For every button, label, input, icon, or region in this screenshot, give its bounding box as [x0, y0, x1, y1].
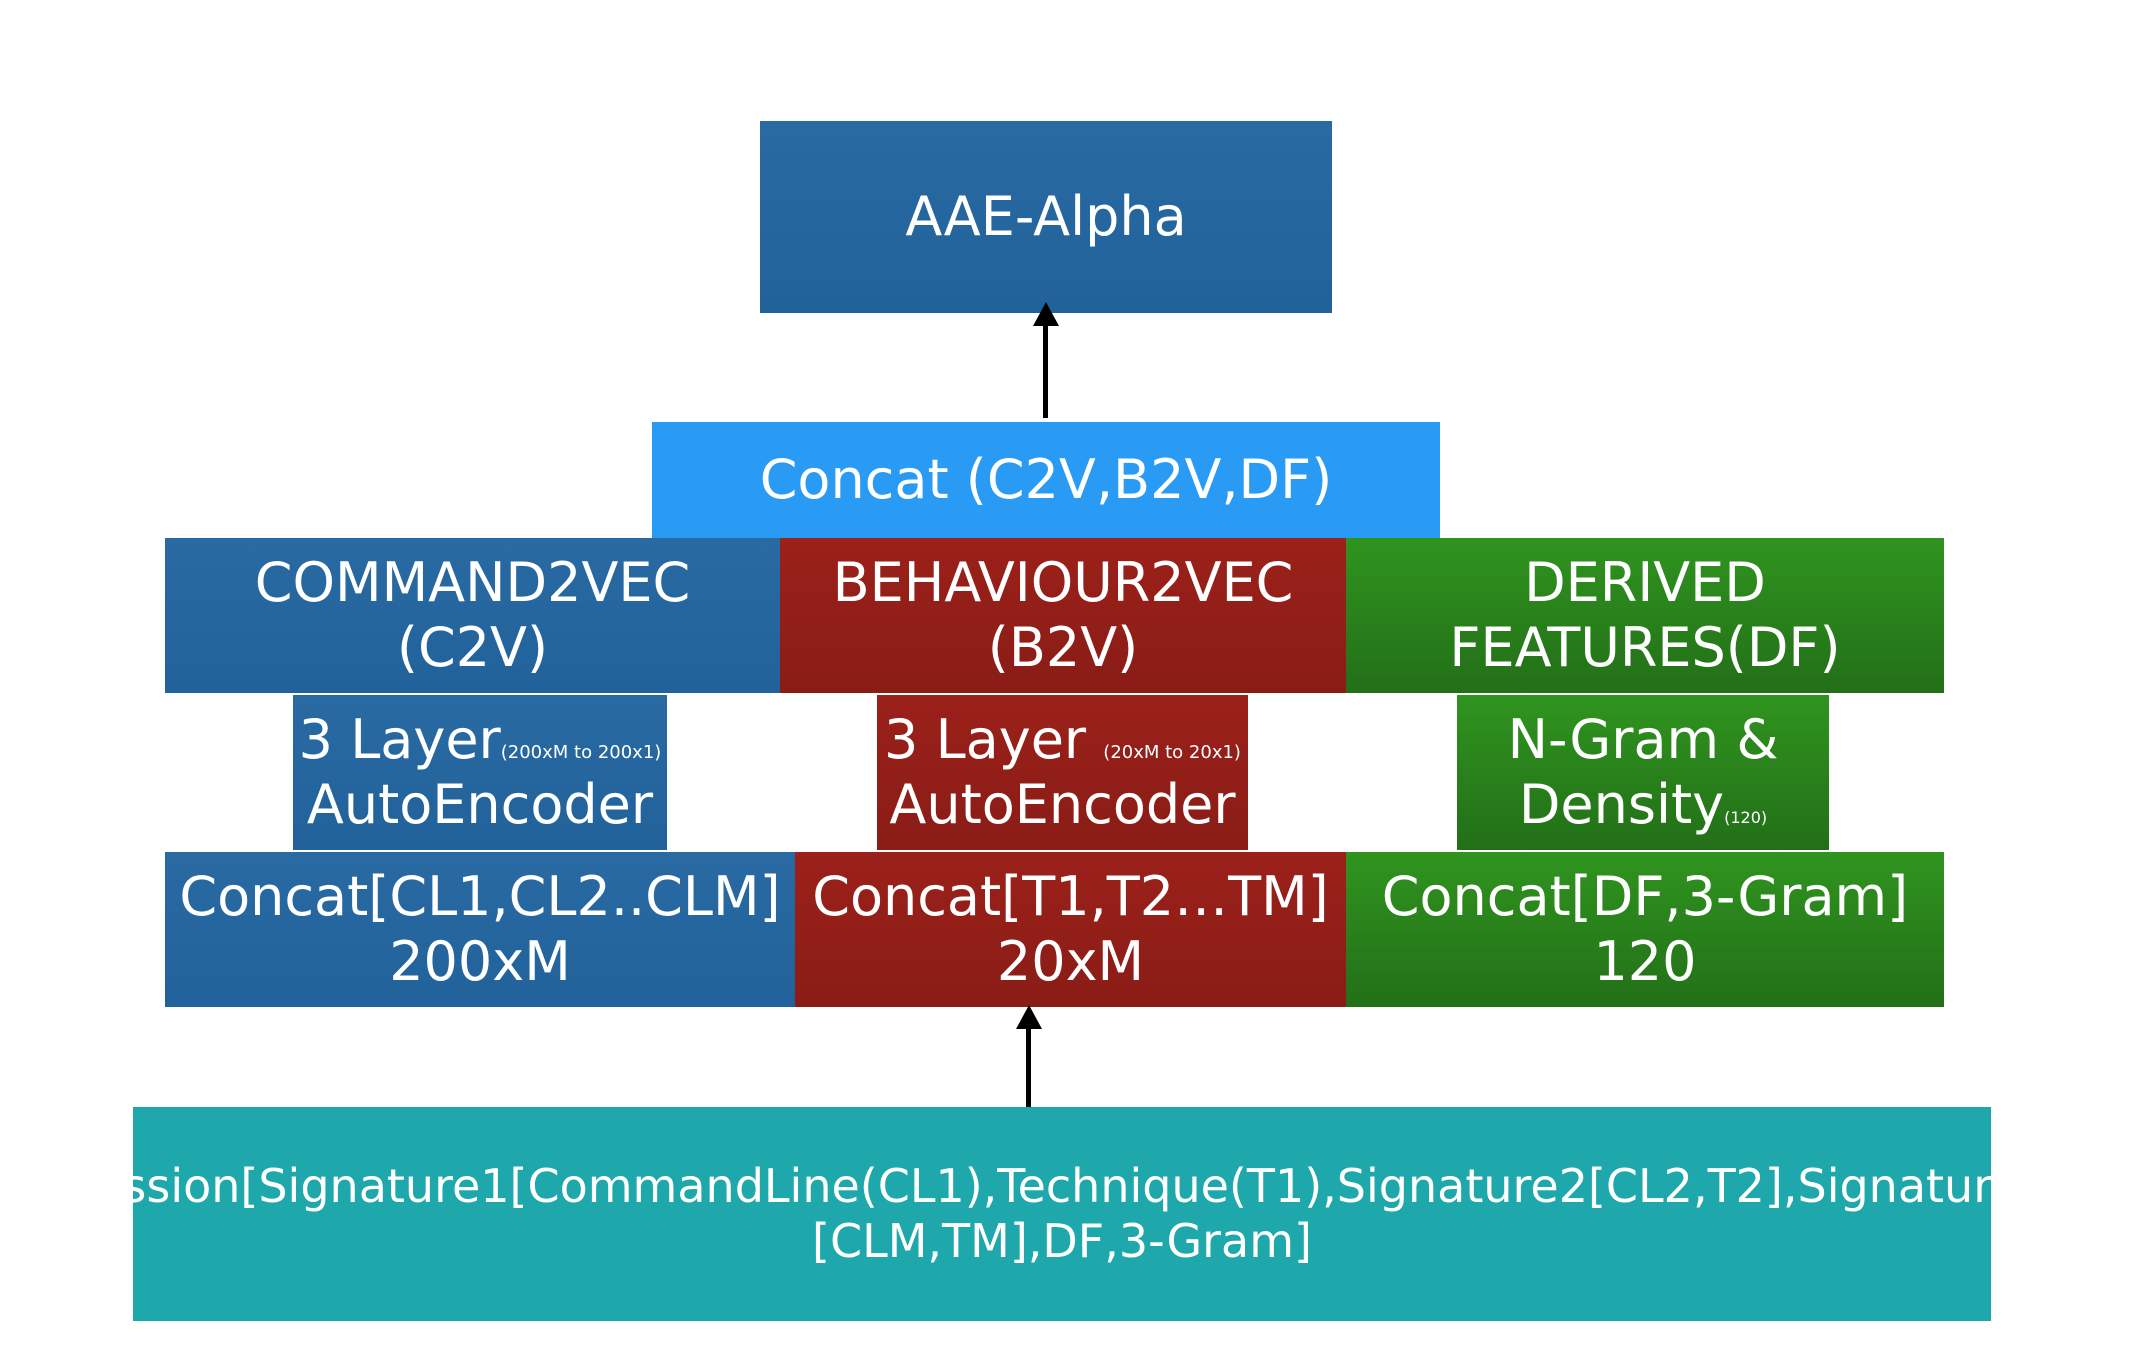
ngram-density-box: N-Gram & Density(120) [1457, 695, 1829, 850]
derived-features-box: DERIVED FEATURES(DF) [1346, 538, 1944, 693]
arrow-head-bottom [1016, 1005, 1042, 1029]
arrow-concat-to-aae [1043, 322, 1048, 418]
b2v-input-line1: Concat[T1,T2…TM] [812, 864, 1329, 928]
behaviour2vec-title: BEHAVIOUR2VEC [832, 550, 1294, 614]
b2v-autoencoder-main: 3 Layer [884, 707, 1087, 771]
b2v-input-box: Concat[T1,T2…TM] 20xM [795, 852, 1346, 1007]
command2vec-box: COMMAND2VEC (C2V) [165, 538, 780, 693]
behaviour2vec-abbr: (B2V) [987, 615, 1139, 679]
behaviour2vec-box: BEHAVIOUR2VEC (B2V) [780, 538, 1346, 693]
c2v-autoencoder-box: 3 Layer(200xM to 200x1) AutoEncoder [293, 695, 667, 850]
b2v-autoencoder-line2: AutoEncoder [889, 772, 1236, 836]
ngram-density-note: (120) [1724, 807, 1768, 827]
aae-alpha-box: AAE-Alpha [760, 121, 1332, 313]
c2v-autoencoder-main: 3 Layer [298, 707, 501, 771]
ngram-density-line1: N-Gram & [1507, 707, 1779, 771]
command2vec-abbr: (C2V) [396, 615, 549, 679]
ngram-density-main: Density [1518, 772, 1725, 836]
b2v-autoencoder-line1: 3 Layer (20xM to 20x1) [884, 708, 1241, 773]
df-input-box: Concat[DF,3-Gram] 120 [1346, 852, 1944, 1007]
concat-label: Concat (C2V,B2V,DF) [759, 447, 1333, 511]
c2v-autoencoder-note: (200xM to 200x1) [500, 741, 662, 763]
derived-features-title: DERIVED [1524, 550, 1766, 614]
concat-box: Concat (C2V,B2V,DF) [652, 422, 1440, 538]
df-input-line2: 120 [1593, 929, 1697, 993]
c2v-input-box: Concat[CL1,CL2..CLM] 200xM [165, 852, 795, 1007]
session-box: Session[Signature1[CommandLine(CL1),Tech… [65, 1107, 2059, 1321]
ngram-density-line2: Density(120) [1519, 773, 1767, 838]
session-line1: Session[Signature1[CommandLine(CL1),Tech… [64, 1158, 2060, 1213]
b2v-autoencoder-note: (20xM to 20x1) [1103, 741, 1241, 763]
df-input-line1: Concat[DF,3-Gram] [1381, 864, 1909, 928]
b2v-input-line2: 20xM [996, 929, 1145, 993]
c2v-autoencoder-line2: AutoEncoder [306, 772, 654, 836]
arrow-head-top [1033, 302, 1059, 326]
derived-features-abbr: FEATURES(DF) [1449, 615, 1841, 679]
command2vec-title: COMMAND2VEC [254, 550, 691, 614]
c2v-autoencoder-line1: 3 Layer(200xM to 200x1) [299, 708, 662, 773]
b2v-autoencoder-box: 3 Layer (20xM to 20x1) AutoEncoder [877, 695, 1248, 850]
arrow-session-to-inputs [1026, 1025, 1031, 1123]
session-line2: [CLM,TM],DF,3-Gram] [812, 1214, 1312, 1268]
aae-alpha-label: AAE-Alpha [905, 184, 1187, 248]
c2v-input-line2: 200xM [389, 929, 571, 993]
c2v-input-line1: Concat[CL1,CL2..CLM] [179, 864, 781, 928]
